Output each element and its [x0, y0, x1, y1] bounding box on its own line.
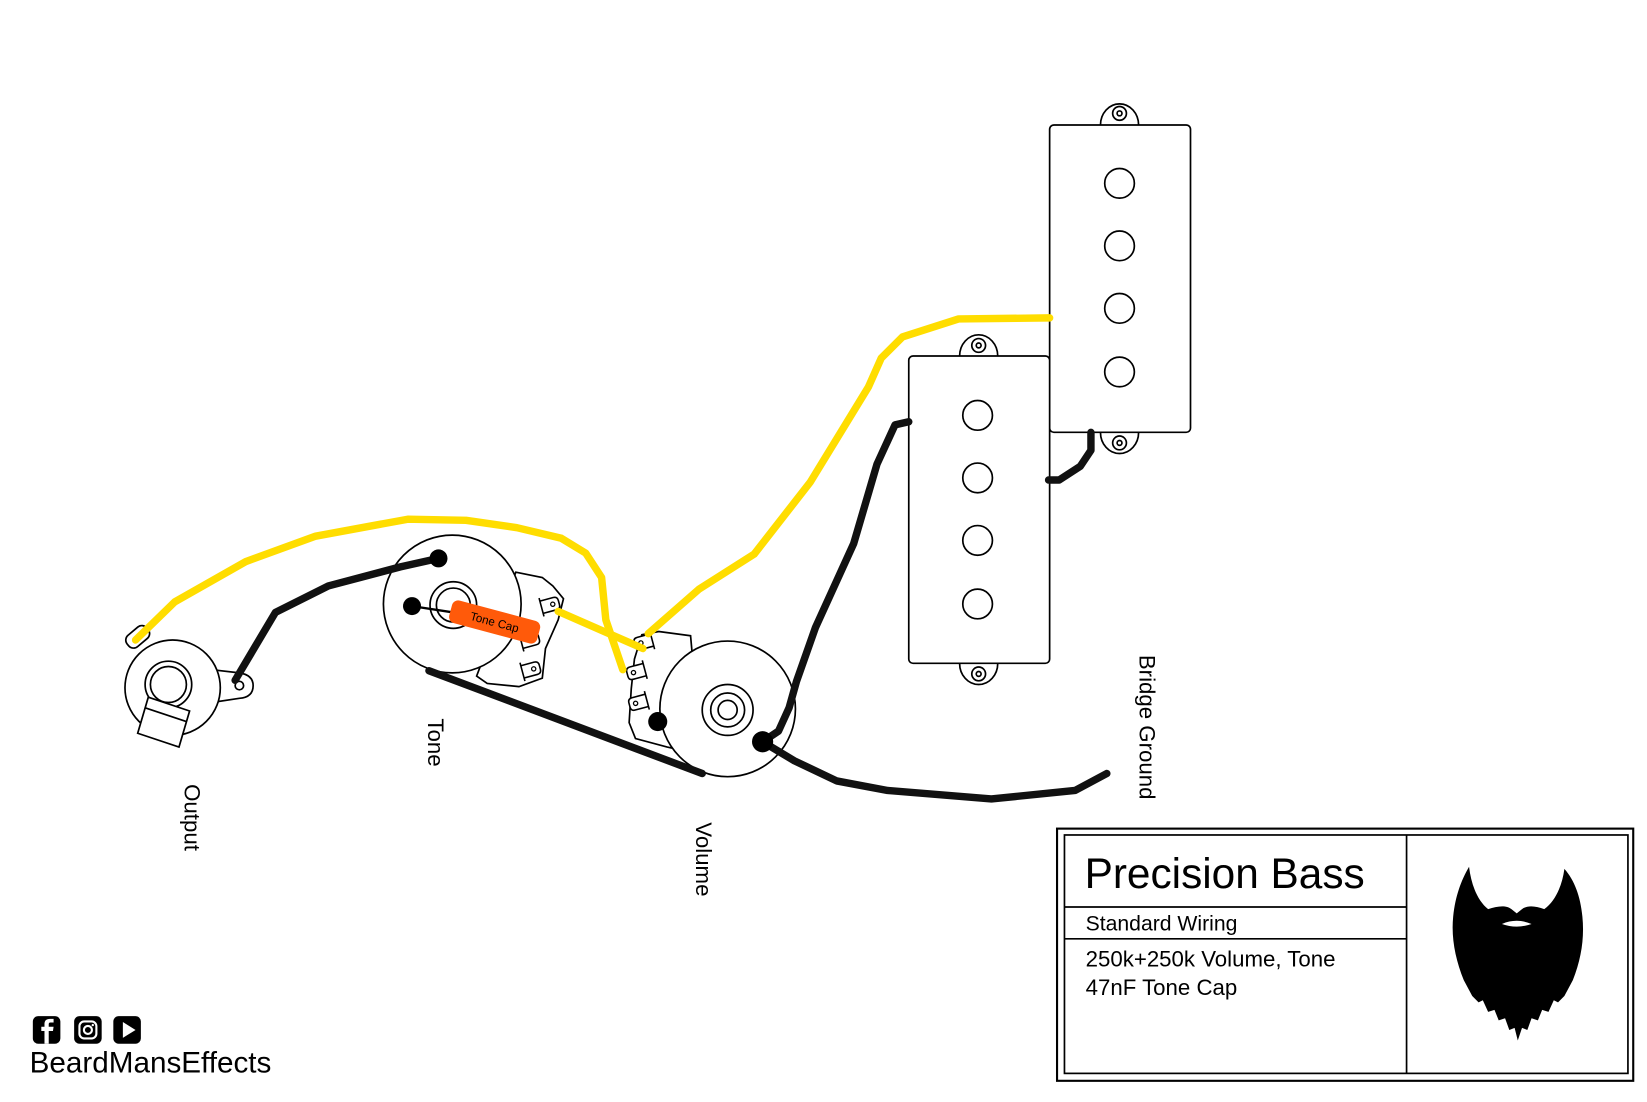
- output-label: Output: [179, 784, 204, 852]
- output-jack: [124, 624, 254, 749]
- output-hot-wire: [131, 515, 627, 674]
- upper-pickup: [1048, 102, 1192, 455]
- title-block: Precision Bass Standard Wiring 250k+250k…: [1055, 827, 1635, 1082]
- mounting-screw-hole: [970, 666, 987, 682]
- mounting-screw-center: [975, 670, 982, 678]
- ground-wires: [231, 418, 1111, 803]
- pole-piece: [1103, 230, 1136, 262]
- mounting-screw-center: [975, 342, 982, 349]
- jack-barrel-edge: [144, 707, 187, 723]
- volume-pot-shaft-middle: [709, 692, 746, 728]
- pickup-body: [1048, 124, 1192, 434]
- solder-point: [429, 549, 448, 568]
- jack-lug-hole: [234, 680, 245, 691]
- pole-piece: [961, 462, 994, 494]
- diagram-title: Precision Bass: [1085, 850, 1365, 897]
- mounting-screw-hole: [970, 337, 987, 354]
- facebook-icon: [32, 1016, 61, 1044]
- volume-label: Volume: [691, 822, 716, 896]
- spec-line: 47nF Tone Cap: [1086, 975, 1238, 1000]
- solder-point: [403, 597, 422, 616]
- youtube-icon: [113, 1016, 141, 1044]
- mounting-screw-hole: [1111, 435, 1128, 451]
- volume-pot-shaft-outer: [701, 683, 754, 737]
- pole-piece: [1103, 167, 1136, 199]
- brand-name: BeardMansEffects: [30, 1046, 272, 1079]
- beard-mouth: [1501, 920, 1532, 927]
- pole-piece: [1103, 292, 1136, 325]
- output-ground-wire: [231, 554, 443, 684]
- spec-line: 250k+250k Volume, Tone: [1086, 946, 1336, 971]
- tone-hot-wire: [554, 607, 647, 653]
- diagram-subtitle: Standard Wiring: [1086, 912, 1238, 935]
- hot-wires: [131, 314, 1054, 674]
- instagram-icon: [74, 1016, 102, 1044]
- pickup-ground-wire: [758, 418, 913, 746]
- mounting-screw-center: [1116, 439, 1123, 447]
- volume-pot-shaft-inner: [717, 699, 739, 721]
- jack-sleeve-lug: [210, 668, 254, 704]
- capacitor-body: [449, 600, 541, 644]
- tone-volume-ground-wire: [425, 667, 706, 778]
- beard-icon: [1452, 866, 1584, 1041]
- pickup-body: [907, 355, 1051, 665]
- solder-points: [403, 549, 774, 753]
- tone-label: Tone: [423, 718, 448, 766]
- bridge-ground-label: Bridge Ground: [1135, 655, 1160, 800]
- pole-piece: [1103, 356, 1136, 388]
- title-block-inner-border: [1063, 834, 1629, 1075]
- social-icons: [32, 1016, 141, 1044]
- mounting-screw-center: [1116, 110, 1123, 117]
- pole-piece: [961, 588, 994, 620]
- jack-ring-inner: [149, 665, 188, 704]
- bridge-ground-wire: [758, 738, 1111, 803]
- solder-point: [648, 712, 668, 732]
- beard-silhouette: [1452, 866, 1584, 1041]
- solder-point: [752, 731, 774, 753]
- pole-piece: [961, 524, 994, 557]
- lower-pickup: [907, 333, 1051, 686]
- mounting-screw-hole: [1111, 105, 1128, 122]
- pickup-hot-wire: [644, 314, 1054, 638]
- pole-piece: [961, 399, 994, 432]
- pickup-link-wire: [1044, 428, 1095, 484]
